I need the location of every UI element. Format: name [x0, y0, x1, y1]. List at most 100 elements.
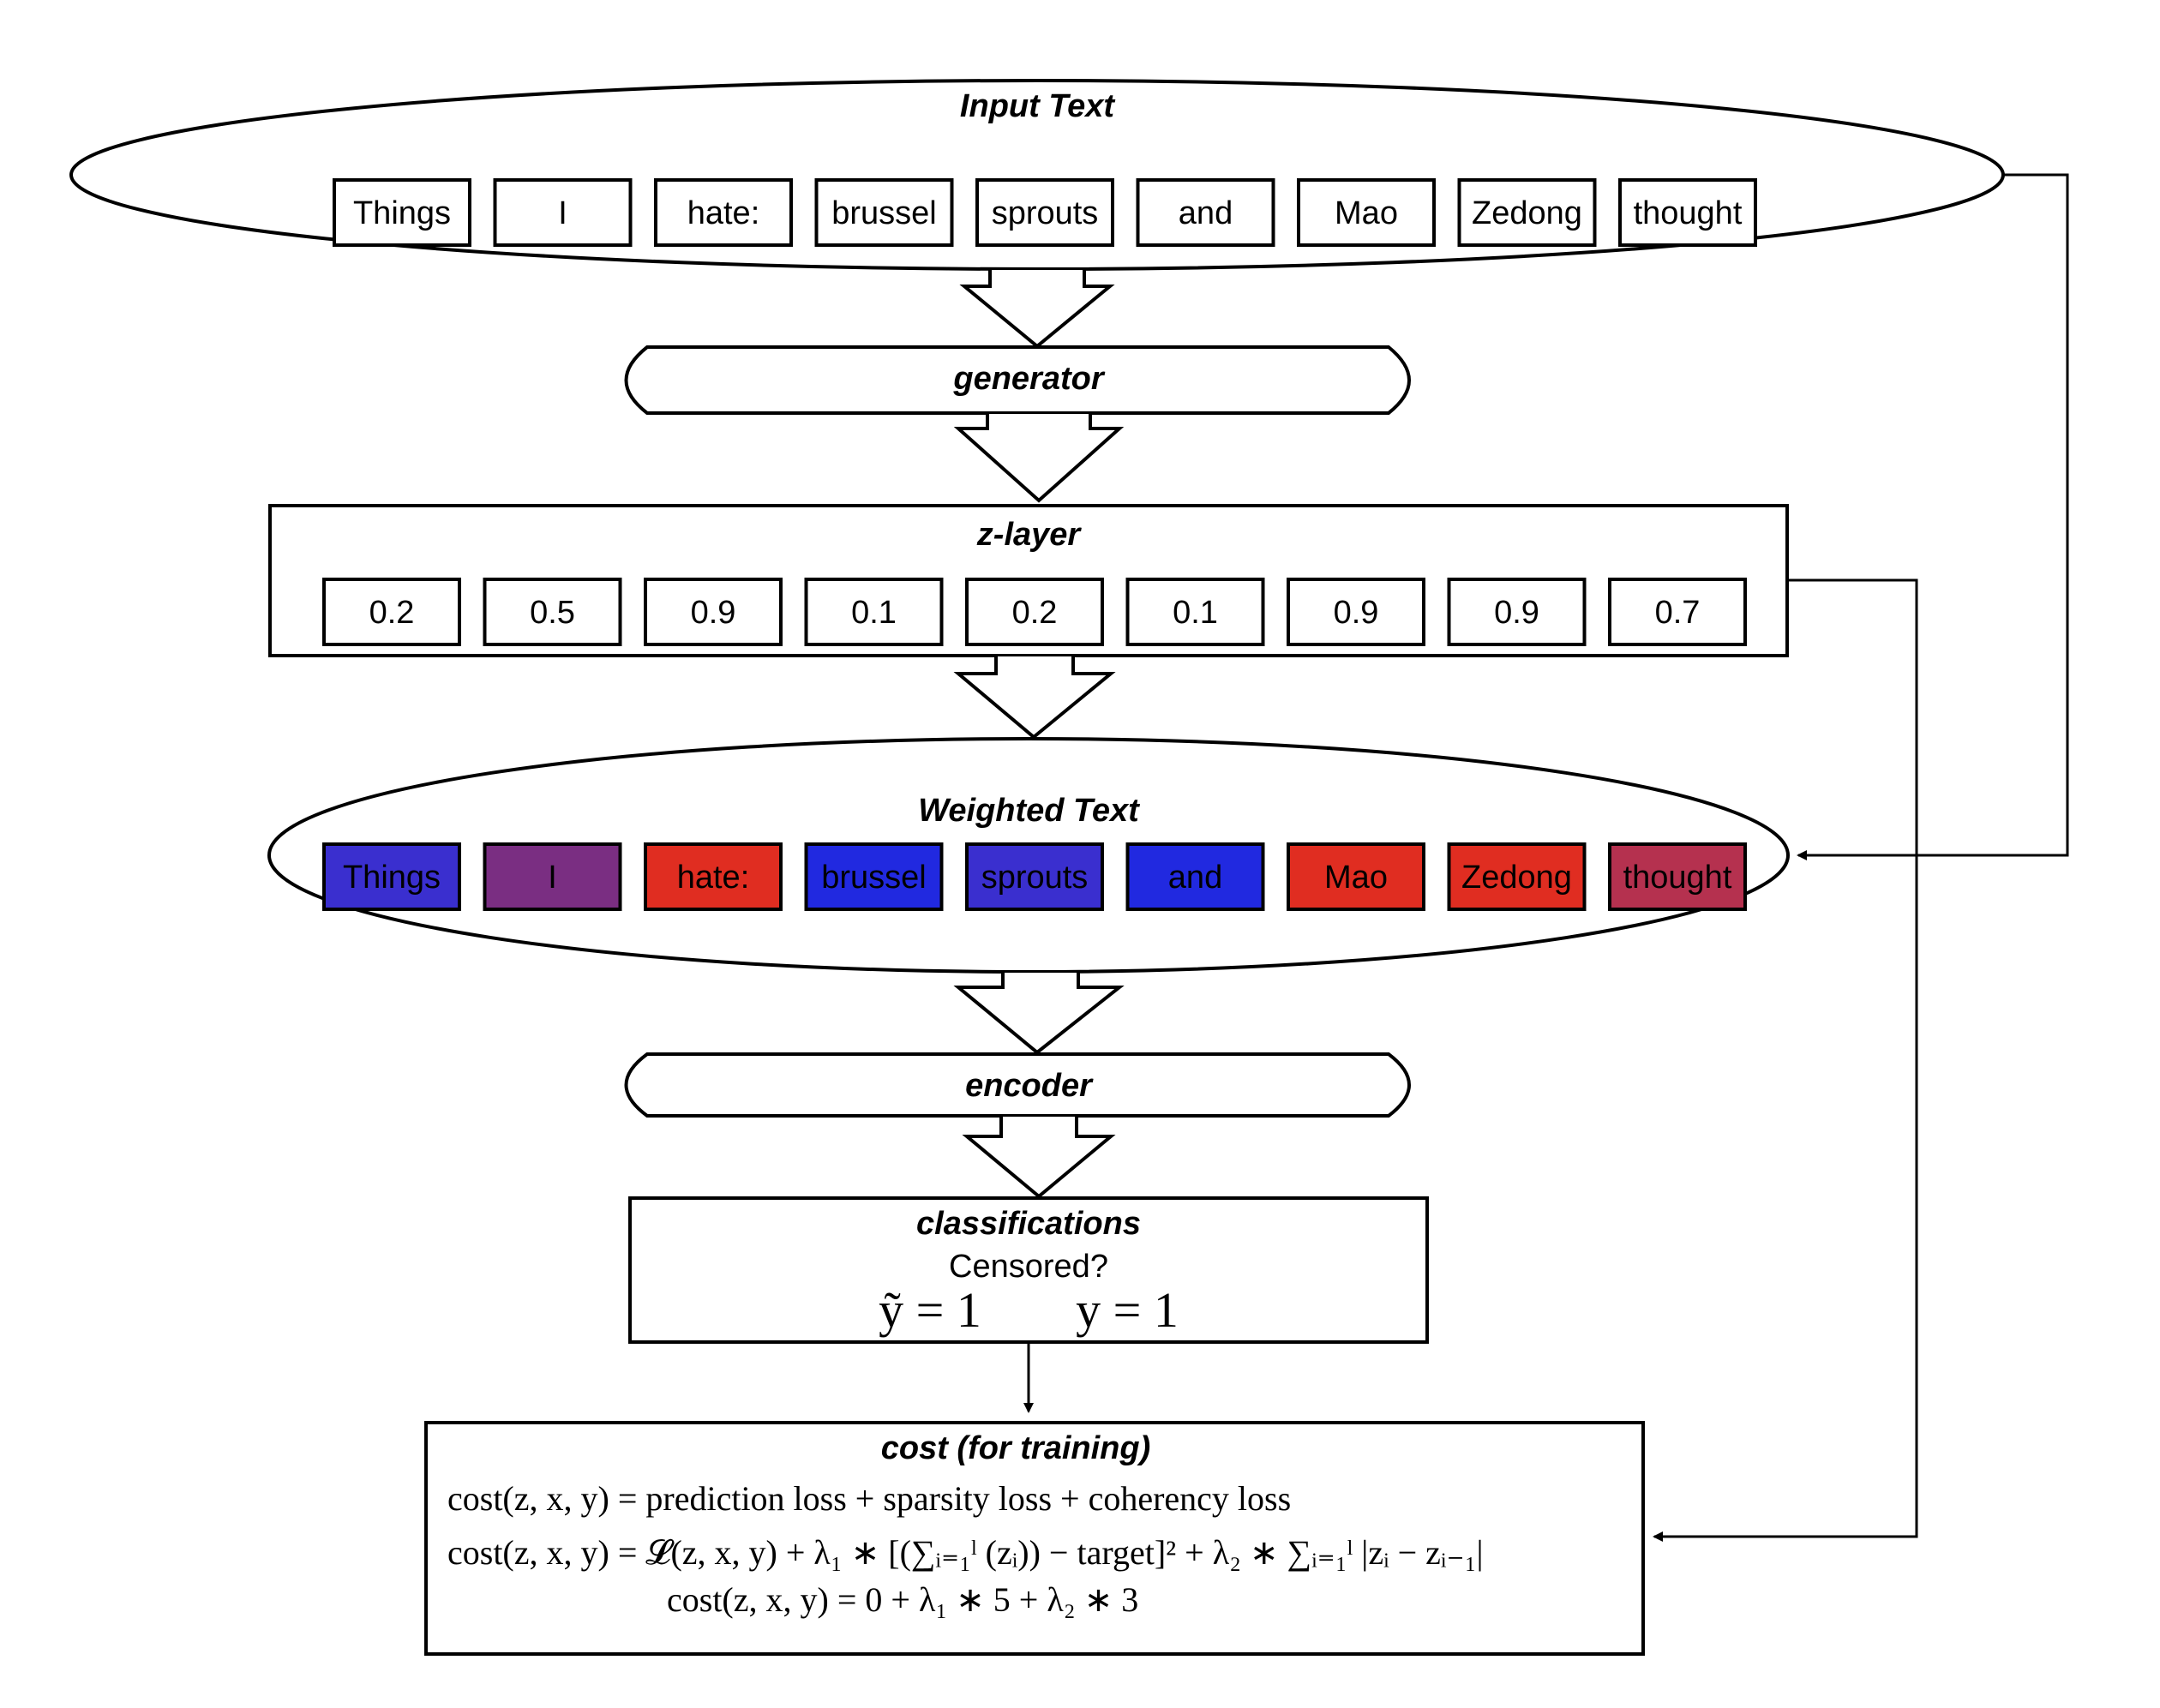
generator-title: generator	[952, 361, 1105, 397]
input-token-box	[1457, 178, 1597, 247]
weighted-token: thought	[1608, 842, 1747, 911]
input-token-label: Zedong	[1472, 195, 1582, 231]
input-token-label: Things	[353, 195, 451, 231]
input-token: and	[1136, 178, 1275, 247]
z-value: 0.7	[1608, 578, 1747, 646]
weighted-token-label: and	[1168, 860, 1222, 896]
weighted-token-box	[1608, 842, 1747, 911]
block-arrow-encoder-to-classifications	[962, 1117, 1116, 1199]
input-token-box	[654, 178, 793, 247]
z-value: 0.2	[965, 578, 1104, 646]
z-value: 0.9	[644, 578, 783, 646]
weighted-token: brussel	[804, 842, 944, 911]
z-value-box	[1287, 578, 1425, 646]
input-token: I	[493, 178, 633, 247]
encoder-title: encoder	[965, 1068, 1094, 1104]
flow-arrows	[953, 270, 1125, 1199]
weighted-token-label: Mao	[1324, 860, 1388, 896]
input-token-box	[814, 178, 954, 247]
z-value: 0.9	[1447, 578, 1587, 646]
input-token-label: Mao	[1335, 195, 1398, 231]
classifications-title: classifications	[916, 1206, 1141, 1242]
z-value-box	[804, 578, 944, 646]
input-token: brussel	[814, 178, 954, 247]
weighted-token-box	[483, 842, 622, 911]
input-token-label: brussel	[831, 195, 937, 231]
weighted-token-label: Things	[343, 860, 441, 896]
weighted-token-label: brussel	[821, 860, 927, 896]
connector-input-to-weighted	[1797, 173, 2069, 860]
input-token-box	[333, 178, 471, 247]
input-token-box	[1136, 178, 1275, 247]
weighted-token-box	[322, 842, 461, 911]
input-token-box	[975, 178, 1114, 247]
block-arrow-weighted-to-encoder	[953, 973, 1125, 1055]
input-token: Mao	[1297, 178, 1436, 247]
z-value-label: 0.9	[691, 595, 736, 631]
encoder-node: encoder	[624, 1052, 1411, 1118]
connectors	[1023, 173, 2069, 1542]
input-text-title: Input Text	[960, 88, 1115, 124]
input-token-box	[1618, 178, 1757, 247]
generator-node: generator	[624, 345, 1411, 415]
input-token-label: sprouts	[992, 195, 1099, 231]
z-value: 0.9	[1287, 578, 1425, 646]
input-token: Things	[333, 178, 471, 247]
cost-title: cost (for training)	[881, 1430, 1151, 1466]
weighted-token-box	[804, 842, 944, 911]
cost-equation-2: cost(z, x, y) = 𝓛(z, x, y) + λ₁ ∗ [(∑ᵢ₌₁…	[447, 1533, 1484, 1572]
z-value-label: 0.7	[1655, 595, 1701, 631]
z-layer-title: z-layer	[976, 517, 1083, 553]
input-token-label: hate:	[687, 195, 760, 231]
input-token: sprouts	[975, 178, 1114, 247]
z-value-row: 0.2 0.5 0.9 0.1 0.2 0.1 0.9 0.9 0.7	[322, 578, 1747, 646]
input-token-box	[493, 178, 633, 247]
z-value: 0.2	[322, 578, 461, 646]
weighted-token: Mao	[1287, 842, 1425, 911]
z-value-label: 0.9	[1494, 595, 1539, 631]
weighted-token-label: hate:	[677, 860, 750, 896]
input-token-box	[1297, 178, 1436, 247]
z-value-label: 0.2	[369, 595, 415, 631]
z-value-box	[483, 578, 622, 646]
weighted-token: Things	[322, 842, 461, 911]
weighted-token-label: thought	[1623, 860, 1732, 896]
block-arrow-zlayer-to-weighted	[953, 656, 1116, 740]
input-token-label: I	[558, 195, 567, 231]
z-value-label: 0.2	[1012, 595, 1058, 631]
z-value-label: 0.1	[1173, 595, 1218, 631]
z-value-box	[322, 578, 461, 646]
predicted-label: ỹ = 1	[879, 1282, 981, 1338]
weighted-text-title: Weighted Text	[918, 793, 1140, 829]
classifications-node: classifications Censored? ỹ = 1 y = 1	[628, 1196, 1429, 1344]
weighted-token-label: sprouts	[981, 860, 1089, 896]
weighted-token-box	[1125, 842, 1265, 911]
block-arrow-input-to-generator	[959, 270, 1115, 349]
weighted-token: Zedong	[1447, 842, 1587, 911]
input-token: Zedong	[1457, 178, 1597, 247]
weighted-token: sprouts	[965, 842, 1104, 911]
z-value-label: 0.5	[530, 595, 575, 631]
cost-equation-3: cost(z, x, y) = 0 + λ₁ ∗ 5 + λ₂ ∗ 3	[667, 1580, 1138, 1619]
cost-equation-1: cost(z, x, y) = prediction loss + sparsi…	[447, 1479, 1291, 1518]
censored-question: Censored?	[949, 1249, 1108, 1285]
z-layer-node: z-layer 0.2 0.5 0.9 0.1 0.2 0.1 0.9 0.9 0.7	[268, 504, 1789, 657]
connector-zlayer-to-cost	[1653, 578, 1918, 1542]
z-value: 0.1	[1125, 578, 1265, 646]
z-value: 0.5	[483, 578, 622, 646]
weighted-token-box	[965, 842, 1104, 911]
z-value-box	[644, 578, 783, 646]
z-value-box	[1125, 578, 1265, 646]
z-value-label: 0.1	[851, 595, 897, 631]
weighted-token-box	[1447, 842, 1587, 911]
z-value: 0.1	[804, 578, 944, 646]
weighted-token-box	[1287, 842, 1425, 911]
cost-node: cost (for training) cost(z, x, y) = pred…	[424, 1421, 1645, 1656]
input-token: hate:	[654, 178, 793, 247]
weighted-token-label: I	[548, 860, 557, 896]
z-value-label: 0.9	[1334, 595, 1379, 631]
